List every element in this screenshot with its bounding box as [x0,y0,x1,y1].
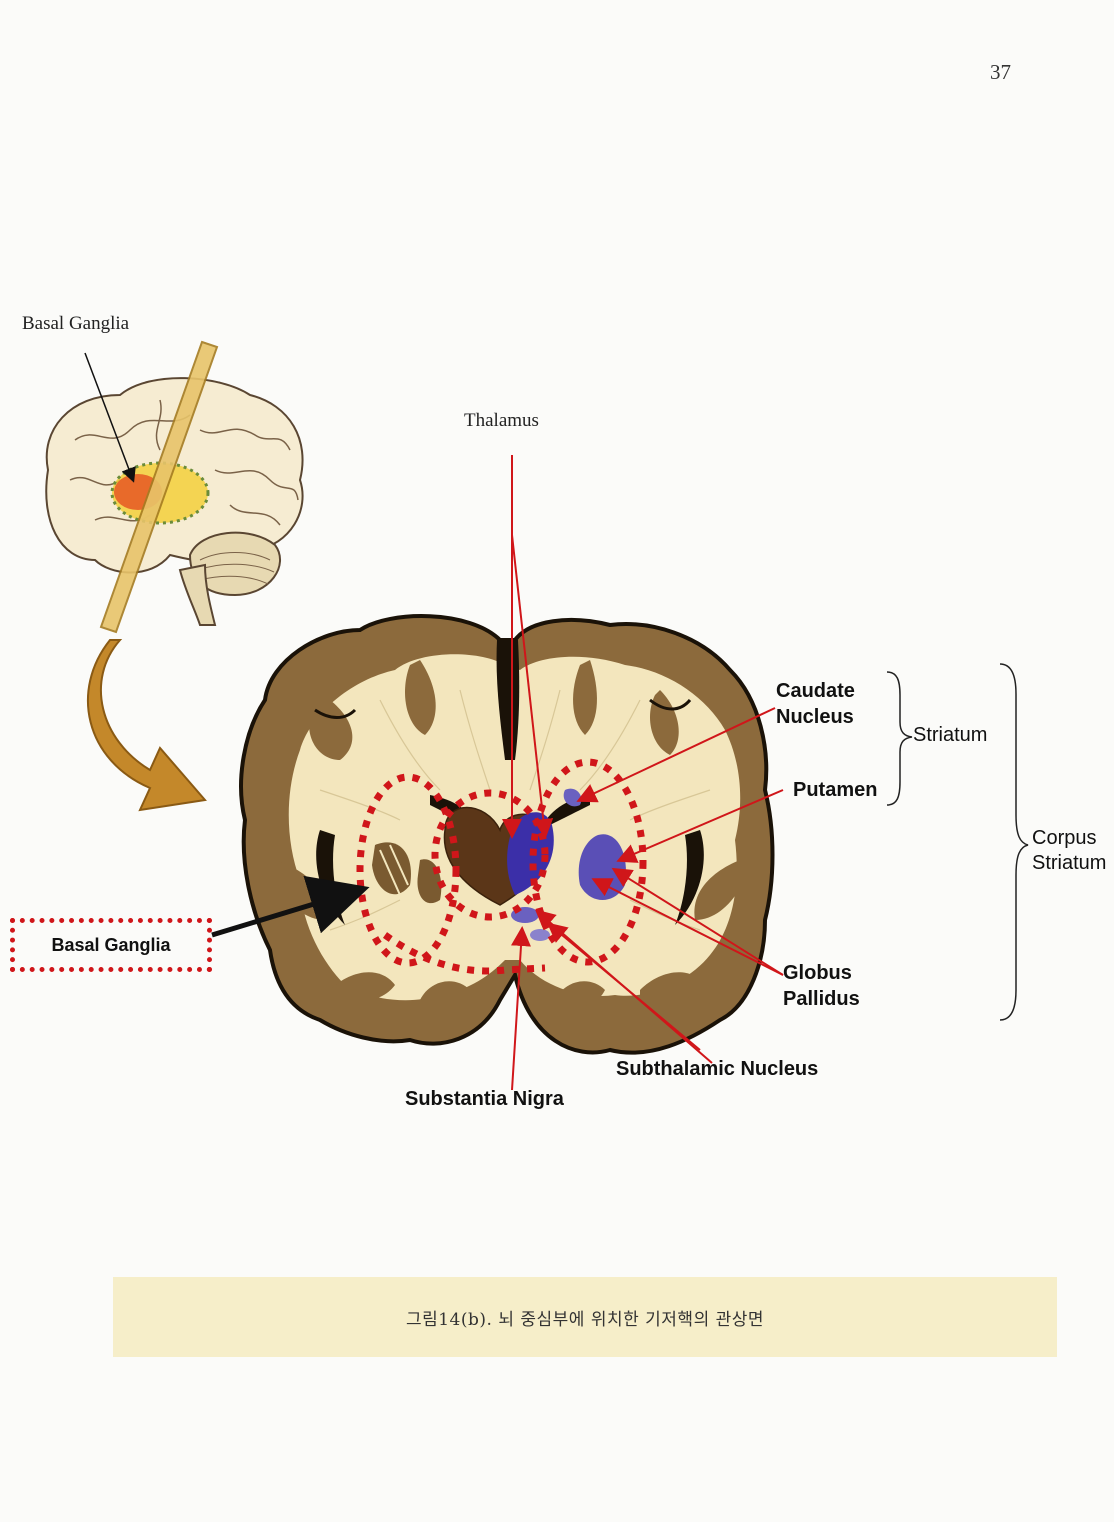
corpus-striatum-label-line1: Corpus [1032,827,1097,849]
globus-pallidus-label-line1: Globus [783,962,852,984]
corpus-striatum-label-line2: Striatum [1032,852,1107,874]
basal-ganglia-label-top: Basal Ganglia [22,313,130,334]
corpus-striatum-brace [999,663,1029,1021]
subthalamic-nucleus-label: Subthalamic Nucleus [616,1058,819,1080]
corpus-striatum-label: Corpus Striatum [1032,826,1106,876]
substantia-nigra-label: Substantia Nigra [405,1088,564,1110]
globus-pallidus-label-line2: Pallidus [783,988,860,1010]
figure-caption-text: 그림14(b). 뇌 중심부에 위치한 기저핵의 관상면 [405,1309,765,1330]
striatum-label: Striatum [913,724,988,746]
basal-ganglia-box-label: Basal Ganglia [51,934,171,955]
globus-pallidus-label: Globus Pallidus [783,960,860,1012]
caudate-nucleus-label-line2: Nucleus [776,706,854,728]
putamen-label: Putamen [793,779,878,801]
curved-arrow-icon [87,639,207,812]
striatum-brace [886,671,913,806]
thalamus-label: Thalamus [464,410,539,431]
basal-ganglia-box: Basal Ganglia [10,918,212,972]
page-number: 37 [990,60,1011,84]
side-brain-icon [45,340,304,634]
coronal-section [239,614,775,1055]
caudate-nucleus-label-line1: Caudate [776,680,855,702]
caudate-nucleus-label: Caudate Nucleus [776,678,855,730]
figure-caption: 그림14(b). 뇌 중심부에 위치한 기저핵의 관상면 [113,1277,1057,1357]
basal-ganglia-arrow [211,875,370,938]
